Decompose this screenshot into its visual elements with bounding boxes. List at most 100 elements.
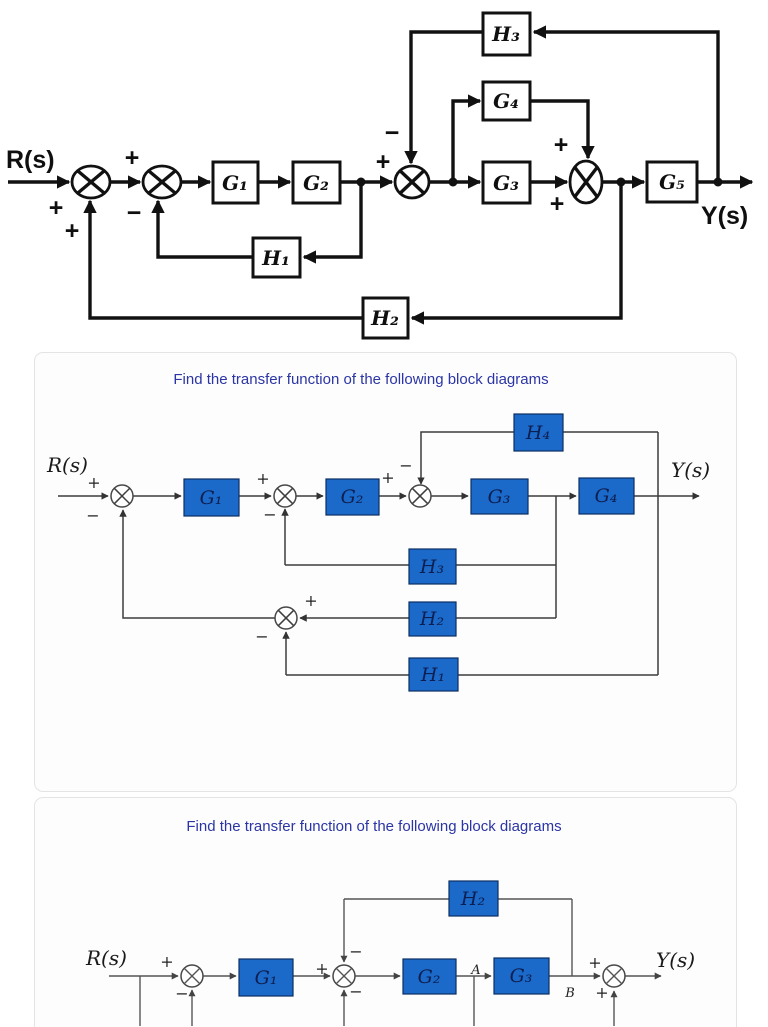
block-g4-label: G₄ (493, 89, 519, 113)
diagram3-blocks: G₁ G₂ G₃ H₂ (238, 880, 550, 997)
sum-junction-3 (393, 164, 431, 200)
block-g3: G₃ (470, 478, 529, 515)
sum3-top-sign: + (588, 953, 601, 972)
diagram3-input-label: R(s) (85, 946, 127, 970)
sum-junction-4 (274, 606, 298, 630)
sum2-input-sign: + (125, 144, 140, 172)
sum4-input-sign: + (304, 591, 317, 610)
block-g1-label: G₁ (222, 171, 248, 195)
block-h2-label: H₂ (419, 608, 444, 630)
block-h2: H₂ (408, 601, 457, 637)
block-g5-label: G₅ (659, 170, 685, 194)
diagram2-summing-junctions (110, 484, 432, 630)
sum-junction-2 (273, 484, 297, 508)
node-a-label: A (470, 963, 480, 978)
diagram2-canvas: Find the transfer function of the follow… (46, 371, 710, 692)
card2-title: Find the transfer function of the follow… (173, 371, 548, 388)
block-g2-label: G₂ (341, 486, 364, 508)
block-h1-label: H₁ (420, 664, 445, 686)
block-h4-label: H₄ (525, 422, 550, 444)
block-h4: H₄ (513, 413, 564, 452)
block-h2: H₂ (361, 296, 410, 340)
node-b-label: B (564, 986, 575, 1001)
block-g4-label: G₄ (595, 485, 618, 507)
sum1-feedback-sign: + (65, 217, 80, 245)
diagram1-summing-junctions (70, 159, 604, 205)
card-problem-2: Find the transfer function of the follow… (34, 797, 737, 1027)
block-g1-label: G₁ (255, 967, 278, 989)
diagram3-summing-junctions (180, 964, 626, 988)
block-g1: G₁ (238, 958, 294, 997)
block-h3: H₃ (481, 11, 532, 57)
diagram2-output-label: Y(s) (671, 458, 710, 482)
block-g3-label: G₃ (488, 486, 511, 508)
sum1-feedback-sign: − (175, 984, 188, 1003)
sum3-feedback-sign: − (385, 119, 400, 147)
block-h3: H₃ (408, 548, 457, 585)
block-g3: G₃ (493, 957, 550, 995)
sum3-feedback-sign: − (399, 456, 412, 475)
block-g3: G₃ (481, 160, 532, 205)
diagram2-signal-lines (58, 431, 700, 676)
sum3-input-sign: + (381, 468, 394, 487)
block-h3-label: H₃ (419, 556, 444, 578)
block-g5: G₅ (645, 160, 699, 204)
block-g4: G₄ (481, 80, 532, 122)
sum-junction-2 (141, 164, 183, 200)
sum1-feedback-sign: − (86, 506, 99, 525)
block-h1-label: H₁ (261, 246, 290, 270)
sum3-input-sign: + (376, 148, 391, 176)
diagram1-signal-lines (8, 25, 754, 325)
block-g1: G₁ (211, 160, 260, 205)
block-h2-label: H₂ (370, 306, 399, 330)
sum2-input-sign: + (256, 469, 269, 488)
block-g1: G₁ (183, 478, 240, 517)
block-h2: H₂ (448, 880, 499, 917)
sum1-input-sign: + (160, 952, 173, 971)
diagram3-canvas: Find the transfer function of the follow… (85, 818, 695, 1026)
diagram2-input-label: R(s) (46, 453, 88, 477)
sum3-bottom-sign: + (595, 983, 608, 1002)
diagram3-output-label: Y(s) (656, 948, 695, 972)
block-g2: G₂ (291, 160, 342, 205)
sum-junction-1 (110, 484, 134, 508)
block-g3-label: G₃ (510, 965, 533, 987)
block-h3-label: H₃ (491, 22, 520, 46)
diagram1-junction-dots (356, 177, 723, 187)
sum2-input-sign: + (315, 959, 328, 978)
block-g2: G₂ (325, 478, 380, 516)
sum1-input-sign: + (49, 194, 64, 222)
block-g4: G₄ (578, 477, 635, 515)
diagram1-blocks: G₁ G₂ G₃ G₅ G₄ H₃ H₁ H₂ (211, 11, 699, 340)
diagram1-input-label: R(s) (6, 146, 55, 174)
sum4-input-sign: + (550, 190, 565, 218)
block-g3-label: G₃ (493, 171, 519, 195)
diagram3-signal-lines (109, 898, 662, 1026)
sum2-bottom-sign: − (349, 982, 362, 1001)
diagram1-canvas: G₁ G₂ G₃ G₅ G₄ H₃ H₁ H₂ (6, 11, 754, 340)
block-g2-label: G₂ (418, 966, 441, 988)
sum2-top-sign: − (349, 942, 362, 961)
sum2-feedback-sign: − (263, 505, 276, 524)
block-h2-label: H₂ (460, 888, 485, 910)
sum-junction-4 (568, 159, 604, 205)
sum-junction-3 (602, 964, 626, 988)
diagram1: G₁ G₂ G₃ G₅ G₄ H₃ H₁ H₂ (0, 0, 768, 350)
sum4-top-sign: + (554, 131, 569, 159)
diagram2-signs: + − + − + − + − (86, 456, 412, 646)
block-g2: G₂ (402, 958, 457, 995)
diagram3-signs: + − + − − + + (160, 942, 608, 1003)
sum-junction-2 (332, 964, 356, 988)
block-h1: H₁ (251, 236, 302, 279)
diagram1-signs: + + + − + − + + (49, 119, 569, 245)
diagram2-blocks: G₁ G₂ G₃ G₄ H₄ H₃ H₂ H₁ (183, 413, 635, 692)
card-problem-1: Find the transfer function of the follow… (34, 352, 737, 792)
block-g2-label: G₂ (303, 171, 329, 195)
sum-junction-3 (408, 484, 432, 508)
block-g1-label: G₁ (200, 487, 223, 509)
sum4-feedback-sign: − (255, 627, 268, 646)
card3-title: Find the transfer function of the follow… (186, 818, 561, 835)
sum-junction-1 (70, 164, 112, 200)
diagram1-output-label: Y(s) (701, 202, 748, 230)
